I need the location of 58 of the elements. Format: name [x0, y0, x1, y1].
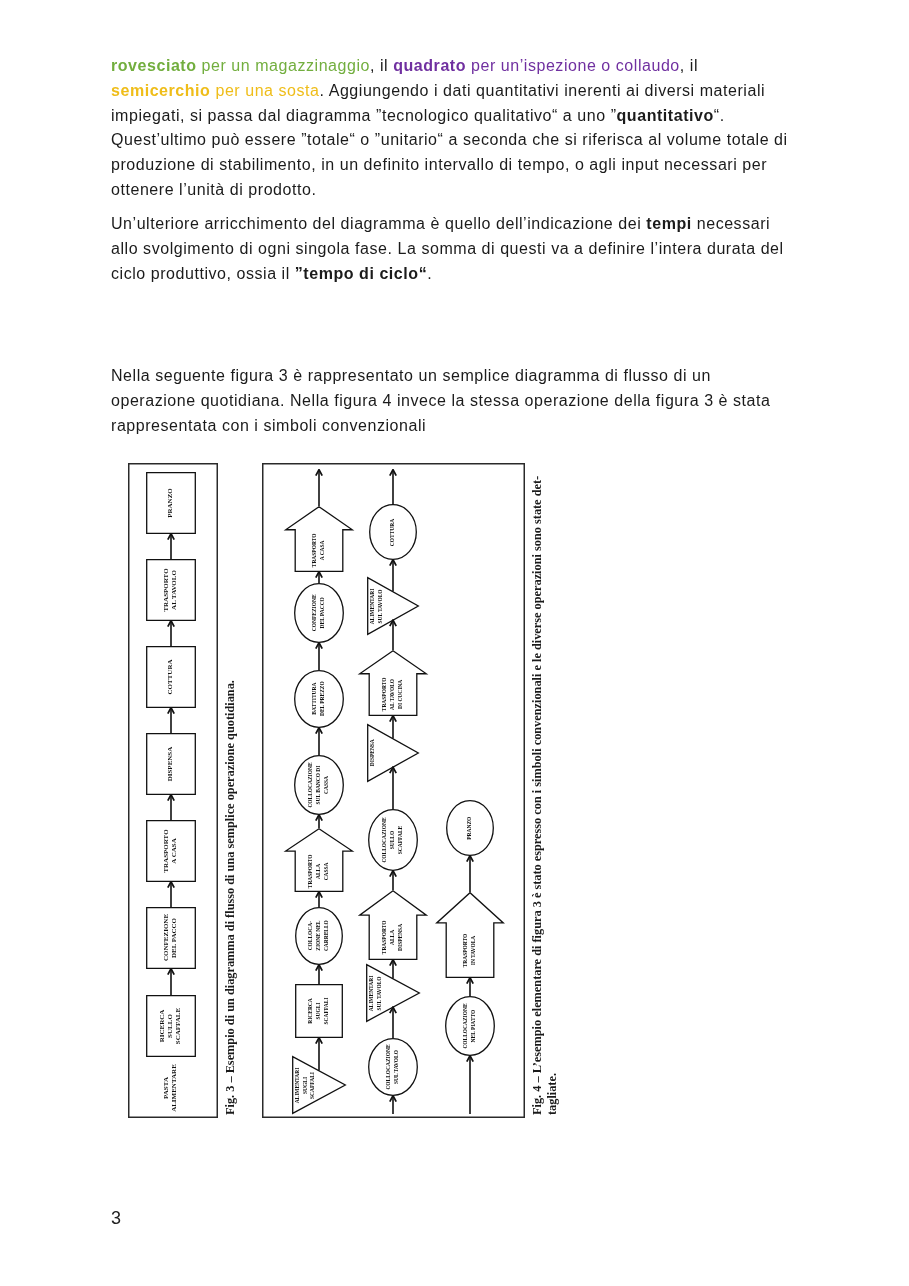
process-box — [146, 472, 196, 534]
operation-circle — [445, 996, 495, 1056]
flow-arrow — [388, 468, 398, 505]
operation-circle — [294, 755, 344, 815]
flow-arrow — [166, 793, 176, 821]
transport-arrow-shape — [285, 506, 353, 572]
flow-arrow — [314, 468, 324, 507]
flow-arrow — [314, 963, 324, 985]
operation-circle — [294, 670, 344, 728]
transport-arrow-shape — [359, 890, 427, 960]
operation-circle — [368, 809, 418, 871]
flow-arrow — [465, 854, 475, 893]
storage-triangle — [367, 577, 419, 635]
flow-arrow — [314, 570, 324, 584]
flow-arrow — [388, 869, 398, 891]
flow-arrow — [465, 976, 475, 997]
operation-circle — [295, 907, 343, 965]
process-box — [146, 559, 196, 621]
flow-arrow — [388, 1094, 398, 1115]
page-number: 3 — [111, 1208, 121, 1228]
flow-arrow — [388, 714, 398, 740]
process-box — [146, 820, 196, 882]
storage-triangle — [292, 1056, 346, 1114]
figure-caption: Fig. 4 – L’esempio elementare di figura 3 è stato espresso con i simboli convenzionali e le diverse operazioni sono state det-tagliate. — [530, 474, 560, 1115]
storage-triangle — [366, 964, 420, 1022]
flow-arrow — [388, 958, 398, 980]
flow-arrow — [166, 706, 176, 734]
flow-arrow — [166, 532, 176, 560]
process-box — [146, 646, 196, 708]
transport-arrow-shape — [359, 650, 427, 716]
operation-circle — [446, 800, 494, 856]
transport-arrow-shape — [285, 828, 353, 892]
flow-arrow — [314, 813, 324, 829]
paragraph: rovesciato per un magazzinaggio, il quadrato per un’ispezione o collaudo, il semicerchio per una sosta. Aggiungendo i dati quantitativi inerenti ai diversi materiali impiegati, si passa dal diagramma ”tecnologico qualitativo“ a uno ”quantitativo“. Quest’ultimo può essere ”totale“ o ”unitario“ a seconda che si riferisca al volume totale di produzione di stabilimento, in un definito intervallo di tempo, o agli input necessari per ottenere l’unità di prodotto. — [111, 56, 789, 200]
flow-arrow — [465, 1054, 475, 1115]
operation-circle — [369, 504, 417, 560]
flow-arrow — [314, 641, 324, 671]
process-box — [146, 733, 196, 795]
flow-arrow — [314, 890, 324, 908]
flow-arrow — [314, 726, 324, 756]
operation-circle — [294, 583, 344, 643]
flow-arrow — [388, 766, 398, 810]
transport-arrow-shape — [436, 892, 504, 978]
flow-arrow — [166, 619, 176, 647]
process-box — [146, 995, 196, 1057]
inspection-box — [295, 984, 343, 1038]
flow-arrow — [388, 1006, 398, 1039]
figure-caption: Fig. 3 – Esempio di un diagramma di flusso di una semplice operazione quotidiana. — [223, 680, 238, 1115]
flow-arrow — [388, 558, 398, 593]
paragraph: Nella seguente figura 3 è rappresentato un semplice diagramma di flusso di un operazione quotidiana. Nella figura 4 invece la stessa operazione della figura 3 è stata rappresentata con i simboli convenzionali — [111, 366, 772, 436]
flow-arrow — [166, 967, 176, 996]
flow-arrow — [314, 1036, 324, 1072]
process-box — [146, 907, 196, 969]
storage-triangle — [367, 724, 419, 782]
paragraph: Un’ulteriore arricchimento del diagramma è quello dell’indicazione dei tempi necessari allo svolgimento di ogni singola fase. La somma di questi va a definire l’intera durata del ciclo produttivo, ossia il ”tempo di ciclo“. — [111, 214, 785, 284]
flow-arrow — [388, 619, 398, 651]
flow-arrow — [166, 880, 176, 908]
operation-circle — [368, 1038, 418, 1096]
